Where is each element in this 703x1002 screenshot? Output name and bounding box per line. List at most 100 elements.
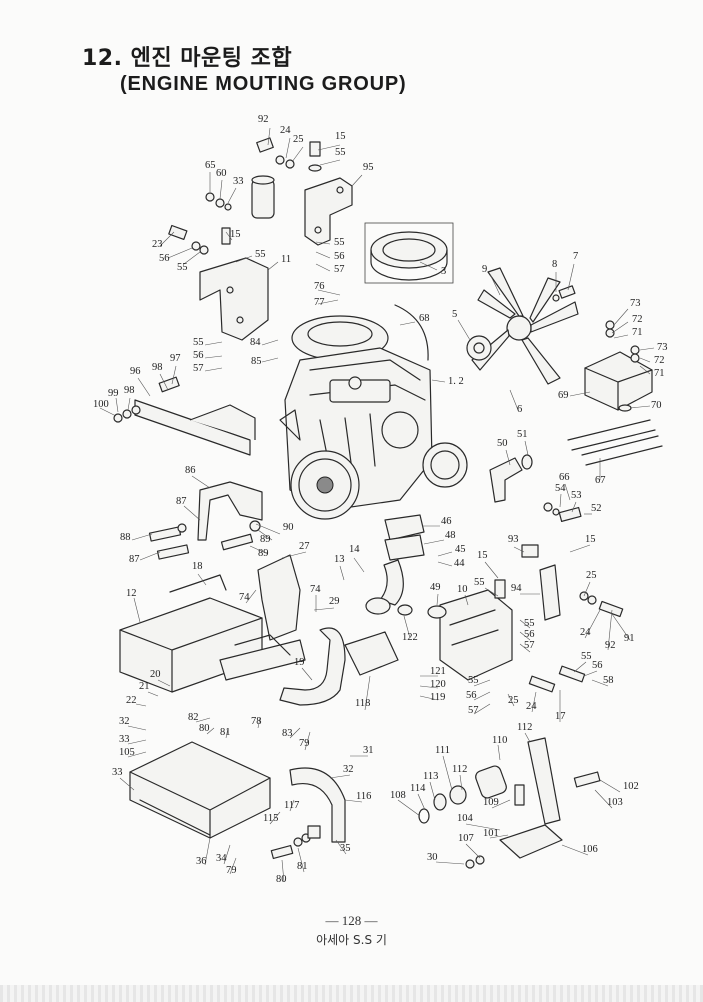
callout-87: 87	[129, 554, 140, 565]
callout-74: 74	[310, 584, 321, 595]
callout-36: 36	[196, 856, 207, 867]
callout-67: 67	[595, 475, 606, 486]
callout-109: 109	[483, 797, 499, 808]
callout-55: 55	[177, 262, 188, 273]
callout-leader	[591, 679, 609, 687]
callout-leader	[505, 449, 511, 466]
callout-leader	[473, 679, 491, 687]
callout-31: 31	[363, 745, 374, 756]
callout-32: 32	[119, 716, 130, 727]
callout-23: 23	[152, 239, 163, 250]
callout-leader	[491, 799, 511, 809]
callout-5: 5	[452, 309, 457, 320]
callout-80: 80	[276, 874, 287, 885]
callout-leader	[561, 844, 589, 856]
callout-106: 106	[582, 844, 598, 855]
callout-leader	[157, 679, 171, 687]
callout-leader	[301, 667, 313, 681]
callout-19: 19	[294, 657, 305, 668]
callout-12: 1. 2	[448, 376, 464, 387]
callout-101: 101	[483, 828, 499, 839]
heat-shield	[257, 554, 301, 641]
callout-leader	[317, 289, 341, 296]
callout-55: 55	[468, 675, 479, 686]
callout-15: 15	[585, 534, 596, 545]
callout-leader	[197, 573, 207, 586]
callout-11: 11	[281, 254, 291, 265]
callout-leader	[127, 739, 147, 745]
callout-30: 30	[427, 852, 438, 863]
callout-55: 55	[255, 249, 266, 260]
callout-leader	[403, 615, 411, 639]
callout-49: 49	[430, 582, 441, 593]
callout-15: 15	[335, 131, 346, 142]
callout-leader	[204, 837, 211, 866]
callout-leader	[473, 703, 491, 715]
callout-3: 3	[441, 266, 446, 277]
callout-71: 71	[632, 327, 643, 338]
callout-leader	[442, 755, 453, 791]
callout-56: 56	[592, 660, 603, 671]
callout-33: 33	[112, 767, 123, 778]
callout-100: 100	[93, 399, 109, 410]
callout-74: 74	[239, 592, 250, 603]
callout-leader	[204, 367, 223, 372]
callout-13: 13	[334, 554, 345, 565]
callout-17: 17	[555, 711, 566, 722]
callout-69: 69	[558, 390, 569, 401]
callout-97: 97	[170, 353, 181, 364]
callout-leader	[583, 670, 598, 677]
callout-78: 78	[251, 716, 262, 727]
callout-122: 122	[402, 632, 418, 643]
callout-leader	[131, 533, 153, 541]
callout-45: 45	[455, 544, 466, 555]
callout-leader	[183, 505, 201, 521]
callout-107: 107	[458, 833, 474, 844]
callout-leader	[399, 321, 416, 326]
callout-leader	[569, 391, 591, 397]
callout-leader	[204, 341, 223, 346]
callout-leader	[257, 529, 273, 541]
callout-leader	[607, 609, 613, 651]
callout-88: 88	[120, 532, 131, 543]
callout-leader	[423, 539, 445, 545]
callout-117: 117	[284, 800, 299, 811]
callout-79: 79	[226, 865, 237, 876]
callout-83: 83	[282, 728, 293, 739]
callout-leader	[119, 777, 135, 791]
callout-leader	[183, 251, 201, 265]
callout-leader	[255, 523, 281, 535]
callout-leader	[351, 174, 363, 187]
callout-55: 55	[474, 577, 485, 588]
callout-33: 33	[119, 734, 130, 745]
callout-57: 57	[468, 705, 479, 716]
callout-24: 24	[526, 701, 537, 712]
callout-60: 60	[216, 168, 227, 179]
callout-leader	[315, 241, 331, 245]
callout-105: 105	[119, 747, 135, 758]
callout-leader	[297, 847, 305, 873]
callout-leader	[195, 717, 211, 723]
callout-35: 35	[340, 843, 351, 854]
callout-leader	[583, 581, 591, 597]
callout-leader	[417, 793, 426, 811]
callout-leader	[281, 859, 285, 883]
callout-34: 34	[216, 853, 227, 864]
air-cleaner-element	[364, 222, 454, 284]
callout-leader	[489, 834, 509, 839]
callout-leader	[484, 587, 499, 597]
callout-leader	[115, 397, 119, 413]
callout-leader	[465, 823, 501, 831]
callout-92: 92	[258, 114, 269, 125]
callout-32: 32	[343, 764, 354, 775]
callout-leader	[225, 727, 229, 739]
callout-6: 6	[517, 404, 522, 415]
title-english: (ENGINE MOUTING GROUP)	[120, 73, 407, 95]
callout-leader	[191, 475, 211, 489]
callout-57: 57	[193, 363, 204, 374]
callout-leader	[473, 691, 491, 701]
callout-82: 82	[188, 712, 199, 723]
callout-77: 77	[314, 297, 325, 308]
callout-leader	[489, 273, 501, 296]
